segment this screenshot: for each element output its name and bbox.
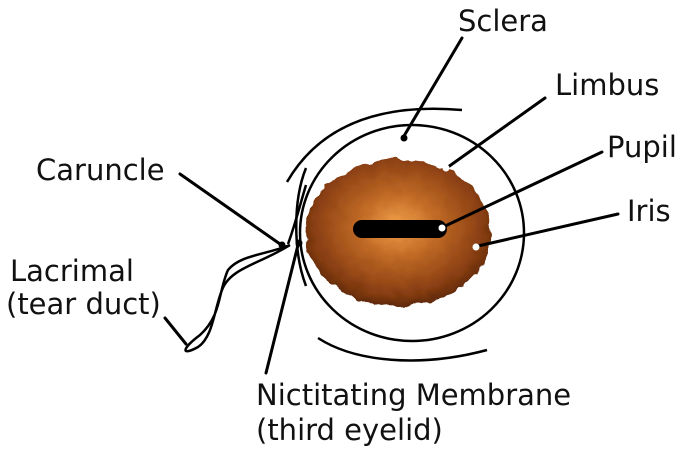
label-lacrimal-line2: (tear duct) [6,287,161,321]
label-nictitating-line1: Nictitating Membrane [256,378,571,412]
pupil-leader-dot [439,225,446,232]
label-sclera: Sclera [458,4,548,38]
sclera-leader-dot [401,135,408,142]
nictitating-leader-dot [296,240,303,247]
iris-leader-dot [473,244,480,251]
iris-leader [478,214,618,246]
nictitating-leader [266,245,298,373]
sclera-leader [404,38,462,136]
caruncle-leader-dot [279,242,286,249]
lacrimal-leader [165,318,186,344]
label-caruncle: Caruncle [36,153,165,187]
label-nictitating-line2: (third eyelid) [256,413,443,447]
label-iris: Iris [627,194,671,228]
caruncle-leader [180,174,280,244]
limbus-leader [448,98,545,167]
label-lacrimal-line1: Lacrimal [10,254,134,288]
limbus-leader-dot [443,165,450,172]
label-limbus: Limbus [555,68,659,102]
label-pupil: Pupil [607,130,677,164]
